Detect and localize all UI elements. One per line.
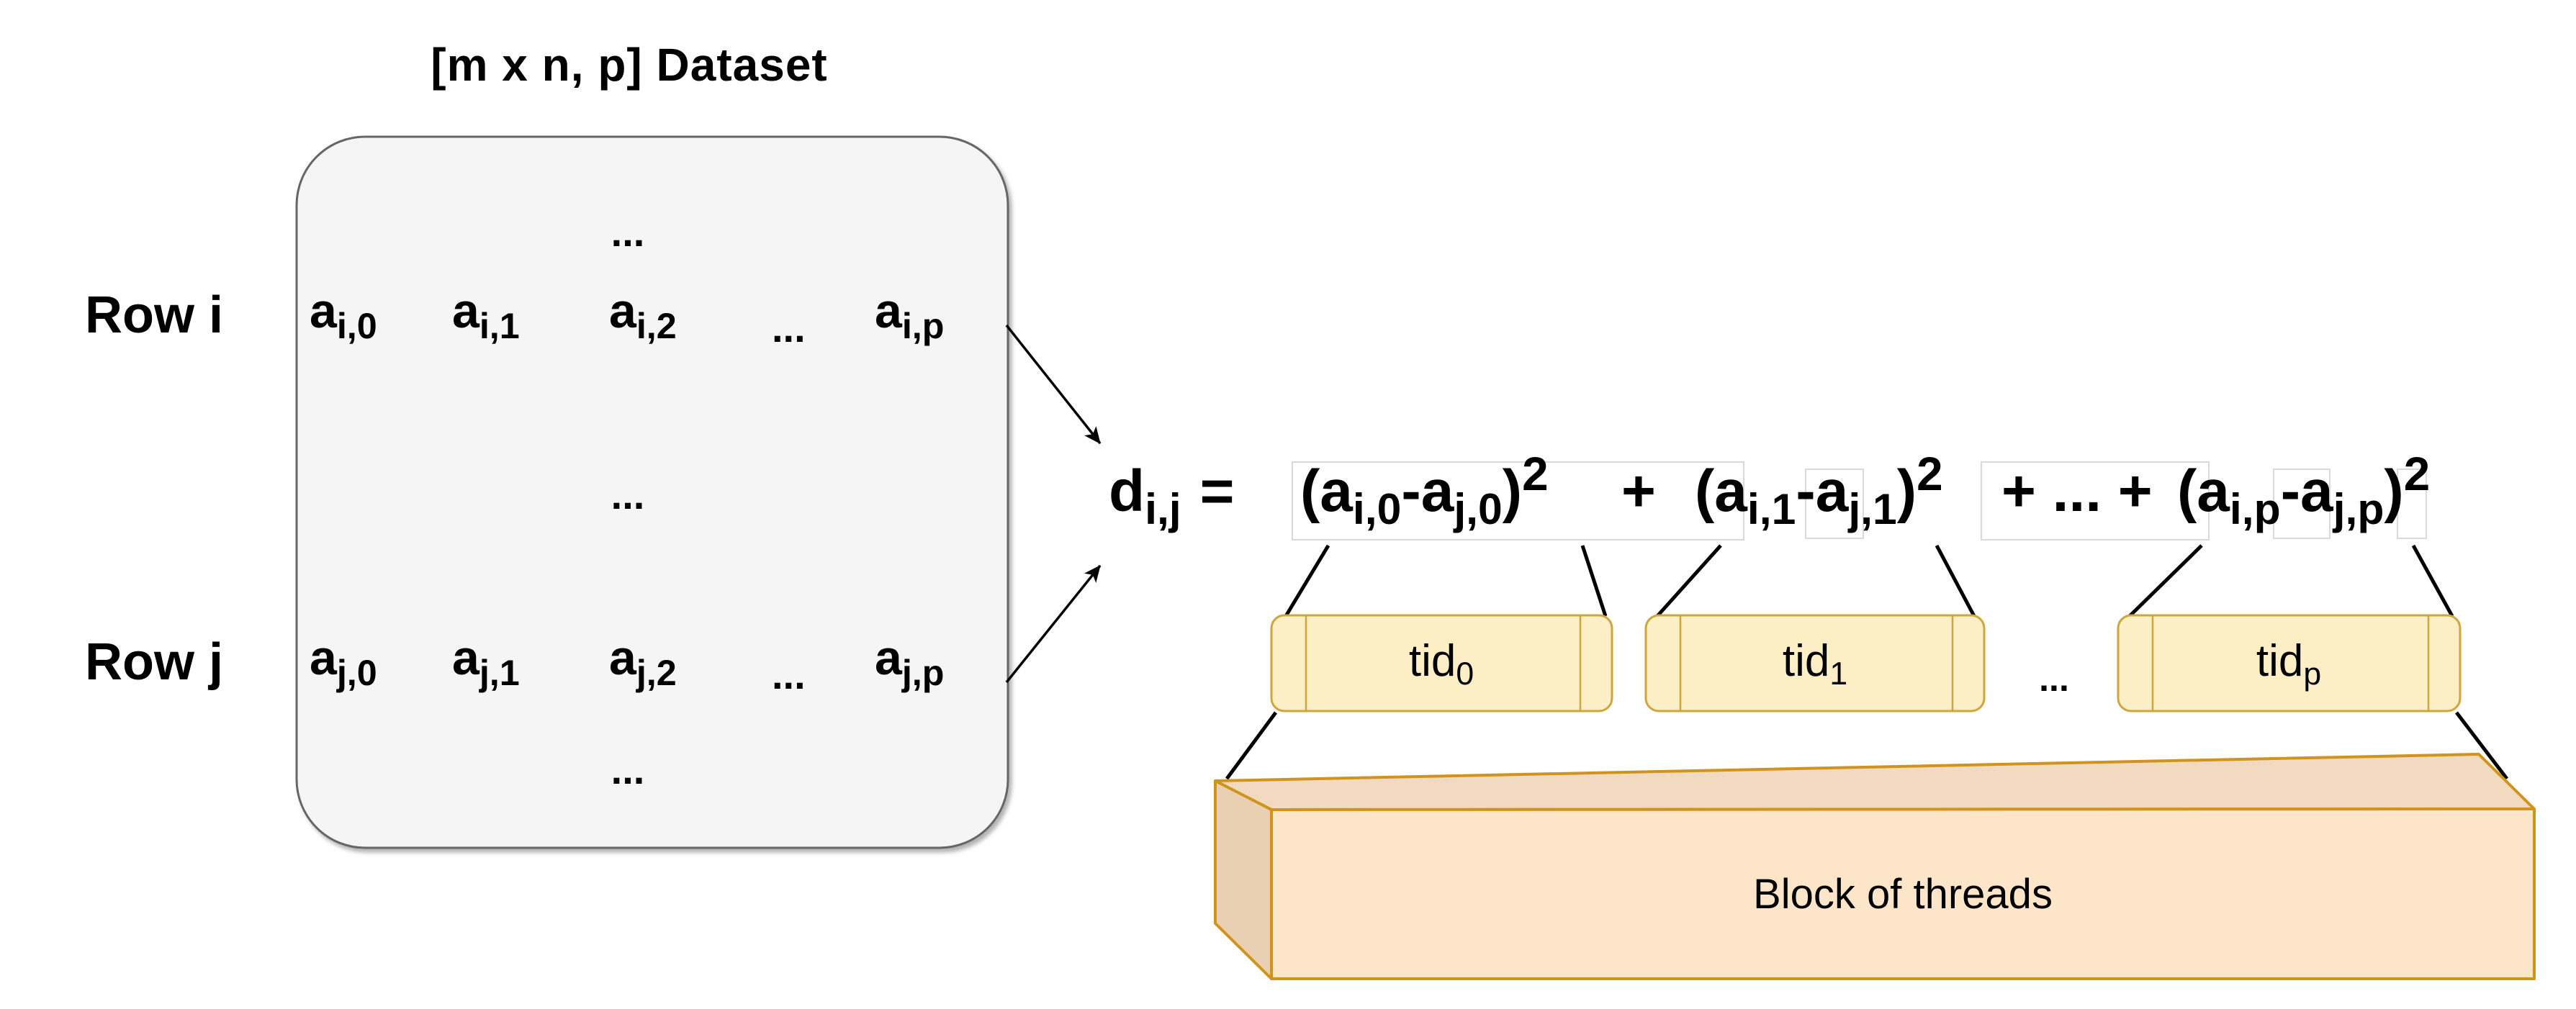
equals-sign: = [1199,458,1235,524]
cell-a-jp: aj,p [875,630,945,694]
connector-term1-right [1580,545,1608,617]
row-i-label: Row i [85,286,223,344]
dataset-ellipsis-middle: ... [611,472,645,517]
block-top-face [1214,753,2536,811]
row-i-dots: ... [772,305,806,350]
cell-a-i0: ai,0 [310,284,377,347]
tid0-label: tid0 [1408,636,1474,692]
formula-label-box-minus2 [1805,469,1864,539]
block-side-face [1214,779,1273,980]
row-j-dots: ... [772,652,806,697]
formula-label-box-dots [1981,461,2210,540]
arrow-row-i-to-formula [1005,324,1102,445]
tid0-box [1270,614,1613,712]
block-of-threads-label: Block of threads [1753,871,2053,918]
row-j-label: Row j [85,633,223,691]
connector-term3-left [2128,544,2203,617]
tid-row-ellipsis: ... [2039,659,2069,699]
dataset-box [295,135,1009,849]
formula-label-box-term1 [1292,461,1744,540]
formula-term3: (ai,p-aj,p)2 [2177,448,2431,534]
arrow-row-j-to-formula [1005,564,1102,684]
tidp-label: tidp [2256,636,2322,692]
tid1-label: tid1 [1782,636,1848,692]
connector-term1-left [1284,544,1330,617]
dataset-ellipsis-top: ... [611,209,645,255]
tidp-box [2117,614,2462,712]
dataset-ellipsis-bottom: ... [611,747,645,792]
connector-tidp-to-block [2455,711,2508,780]
cell-a-j2: aj,2 [609,630,677,694]
formula-label-box-close3 [2397,469,2427,539]
formula-lhs: di,j= [1109,458,1235,534]
connector-term2-left [1656,544,1722,617]
tid1-box [1644,614,1986,712]
cell-a-i1: ai,1 [452,284,520,347]
formula-plus: + [1621,458,1656,524]
cell-a-ip: ai,p [875,284,945,347]
formula-term2: (ai,1-aj,1)2 [1695,448,1943,534]
formula-label-box-minus3 [2273,469,2330,539]
dataset-title: [m x n, p] Dataset [431,39,828,91]
cell-a-j1: aj,1 [452,630,520,694]
connector-term2-right [1935,544,1976,617]
formula-dots-plus: + ... + [2001,458,2153,524]
connector-term3-right [2411,544,2454,617]
cell-a-i2: ai,2 [609,284,677,347]
formula-term1: (ai,0-aj,0)2 [1300,448,1549,534]
block-front-face [1270,807,2536,980]
connector-tid0-to-block [1225,711,1278,780]
cell-a-j0: aj,0 [310,630,377,694]
